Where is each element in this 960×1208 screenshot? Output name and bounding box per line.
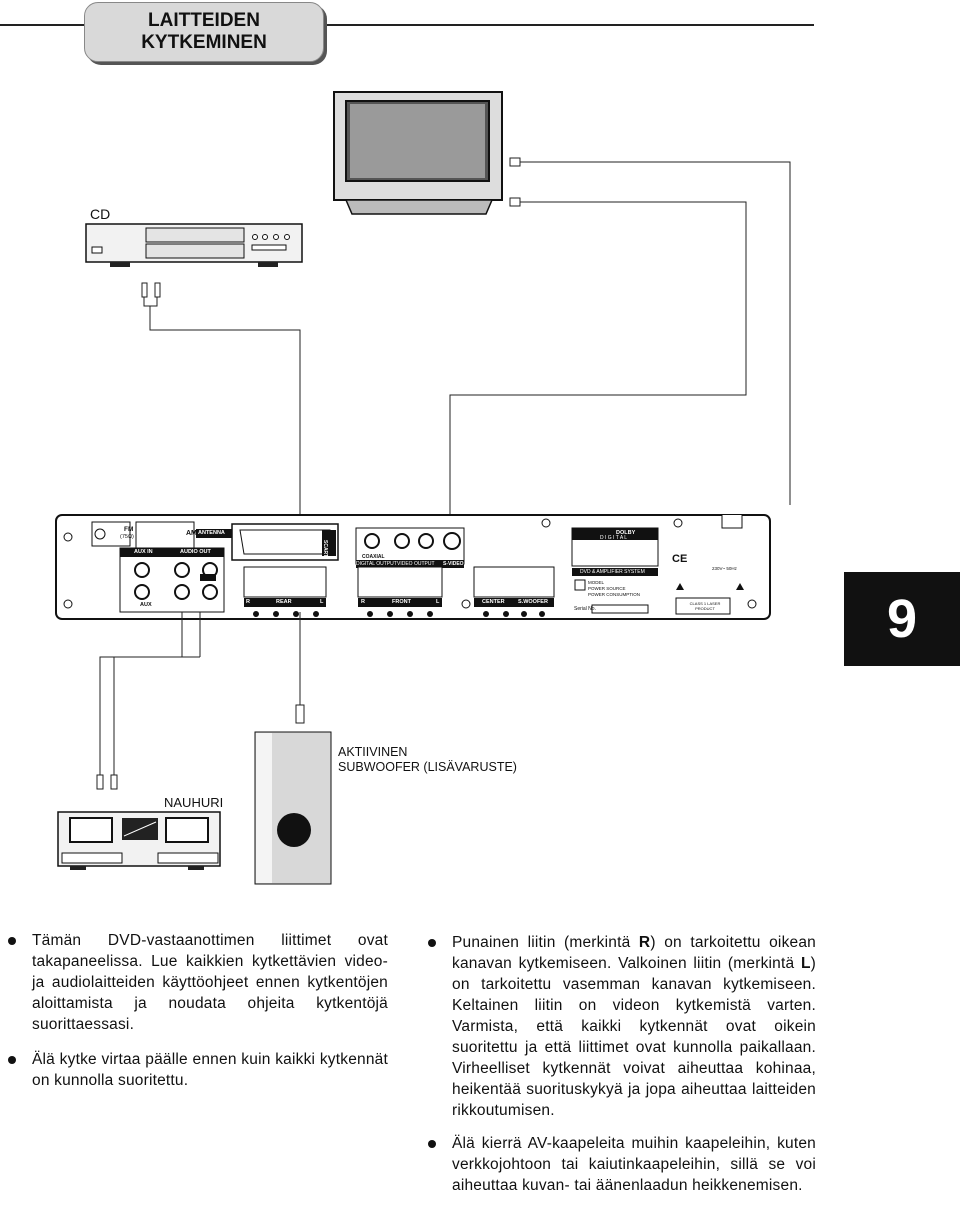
panel-video-output-label: VIDEO OUTPUT: [397, 561, 435, 567]
rear-panel: [55, 514, 771, 620]
panel-scart-label: SCART: [322, 540, 328, 558]
panel-center-label: CENTER: [482, 599, 505, 605]
panel-coaxial-label: COAXIAL: [362, 554, 385, 560]
panel-cables: [96, 612, 305, 790]
header-rule-left: [0, 24, 84, 26]
header-rule-right: [322, 24, 814, 26]
panel-rear-l-label: L: [320, 599, 324, 605]
panel-fm-ohm-label: (75Ω): [120, 534, 134, 540]
cd-label: CD: [90, 206, 111, 222]
panel-front-l-label: L: [436, 599, 440, 605]
right-bullet-1: Punainen liitin (merkintä R) on tarkoite…: [428, 932, 816, 1121]
panel-class1-label: CLASS 1 LASER PRODUCT: [689, 601, 721, 611]
panel-fm-label: FM: [124, 526, 134, 533]
chapter-tab: 9: [844, 572, 960, 666]
bullet-icon: [8, 1056, 16, 1064]
left-bullet-2: Älä kytke virtaa päälle ennen kuin kaikk…: [8, 1049, 388, 1091]
panel-dolby-label: DOLBY: [616, 530, 636, 536]
panel-front-label: FRONT: [392, 599, 411, 605]
subwoofer-illustration: [254, 731, 332, 885]
bullet-icon: [428, 939, 436, 947]
subwoofer-label-line-2: SUBWOOFER (LISÄVARUSTE): [338, 760, 517, 774]
cd-player-illustration: [85, 223, 303, 267]
panel-swoofer-label: S.WOOFER: [518, 599, 548, 605]
panel-front-r-label: R: [361, 599, 365, 605]
panel-digital-output-label: DIGITAL OUTPUT: [356, 561, 397, 567]
right-bullet-2: Älä kierrä AV-kaapeleita muihin kaapelei…: [428, 1133, 816, 1196]
panel-am-label: AM: [186, 530, 197, 537]
connection-diagram: [55, 91, 791, 885]
bullet-icon: [428, 1140, 436, 1148]
panel-voltage-label: 230V~ 50Hz: [712, 566, 737, 571]
panel-audio-out-label: AUDIO OUT: [180, 549, 211, 555]
tv-illustration: [333, 91, 503, 215]
bullet-icon: [8, 937, 16, 945]
page-title-line-1: LAITTEIDEN: [148, 10, 260, 31]
left-text-column: Tämän DVD-vastaanottimen liittimet ovat …: [8, 930, 388, 1103]
tape-deck-illustration: [57, 811, 221, 870]
panel-power-source-label: POWER SOURCE: [588, 586, 626, 591]
panel-digital-label: D I G I T A L: [600, 535, 628, 541]
panel-aux-label: AUX: [140, 602, 152, 608]
tv-cables: [449, 157, 791, 540]
panel-rear-label: REAR: [276, 599, 292, 605]
panel-ce-mark: CE: [672, 553, 688, 565]
right-text-column: Punainen liitin (merkintä R) on tarkoite…: [428, 932, 816, 1208]
panel-system-label: DVD & AMPLIFIER SYSTEM: [580, 569, 645, 575]
panel-model-label: MODEL: [588, 580, 605, 585]
panel-antenna-label: ANTENNA: [198, 530, 225, 536]
cd-cables: [141, 282, 301, 540]
panel-rear-r-label: R: [246, 599, 250, 605]
subwoofer-label-line-1: AKTIIVINEN: [338, 745, 408, 759]
left-bullet-1: Tämän DVD-vastaanottimen liittimet ovat …: [8, 930, 388, 1035]
tape-deck-label: NAUHURI: [164, 795, 224, 810]
page-title-line-2: KYTKEMINEN: [141, 32, 267, 53]
panel-aux-in-label: AUX IN: [134, 549, 153, 555]
page-title-badge: LAITTEIDEN KYTKEMINEN: [84, 2, 324, 62]
panel-serial-label: Serial No.: [574, 606, 596, 612]
panel-s-video-label: S-VIDEO: [443, 561, 464, 567]
panel-power-consumption-label: POWER CONSUMPTION: [588, 592, 641, 597]
